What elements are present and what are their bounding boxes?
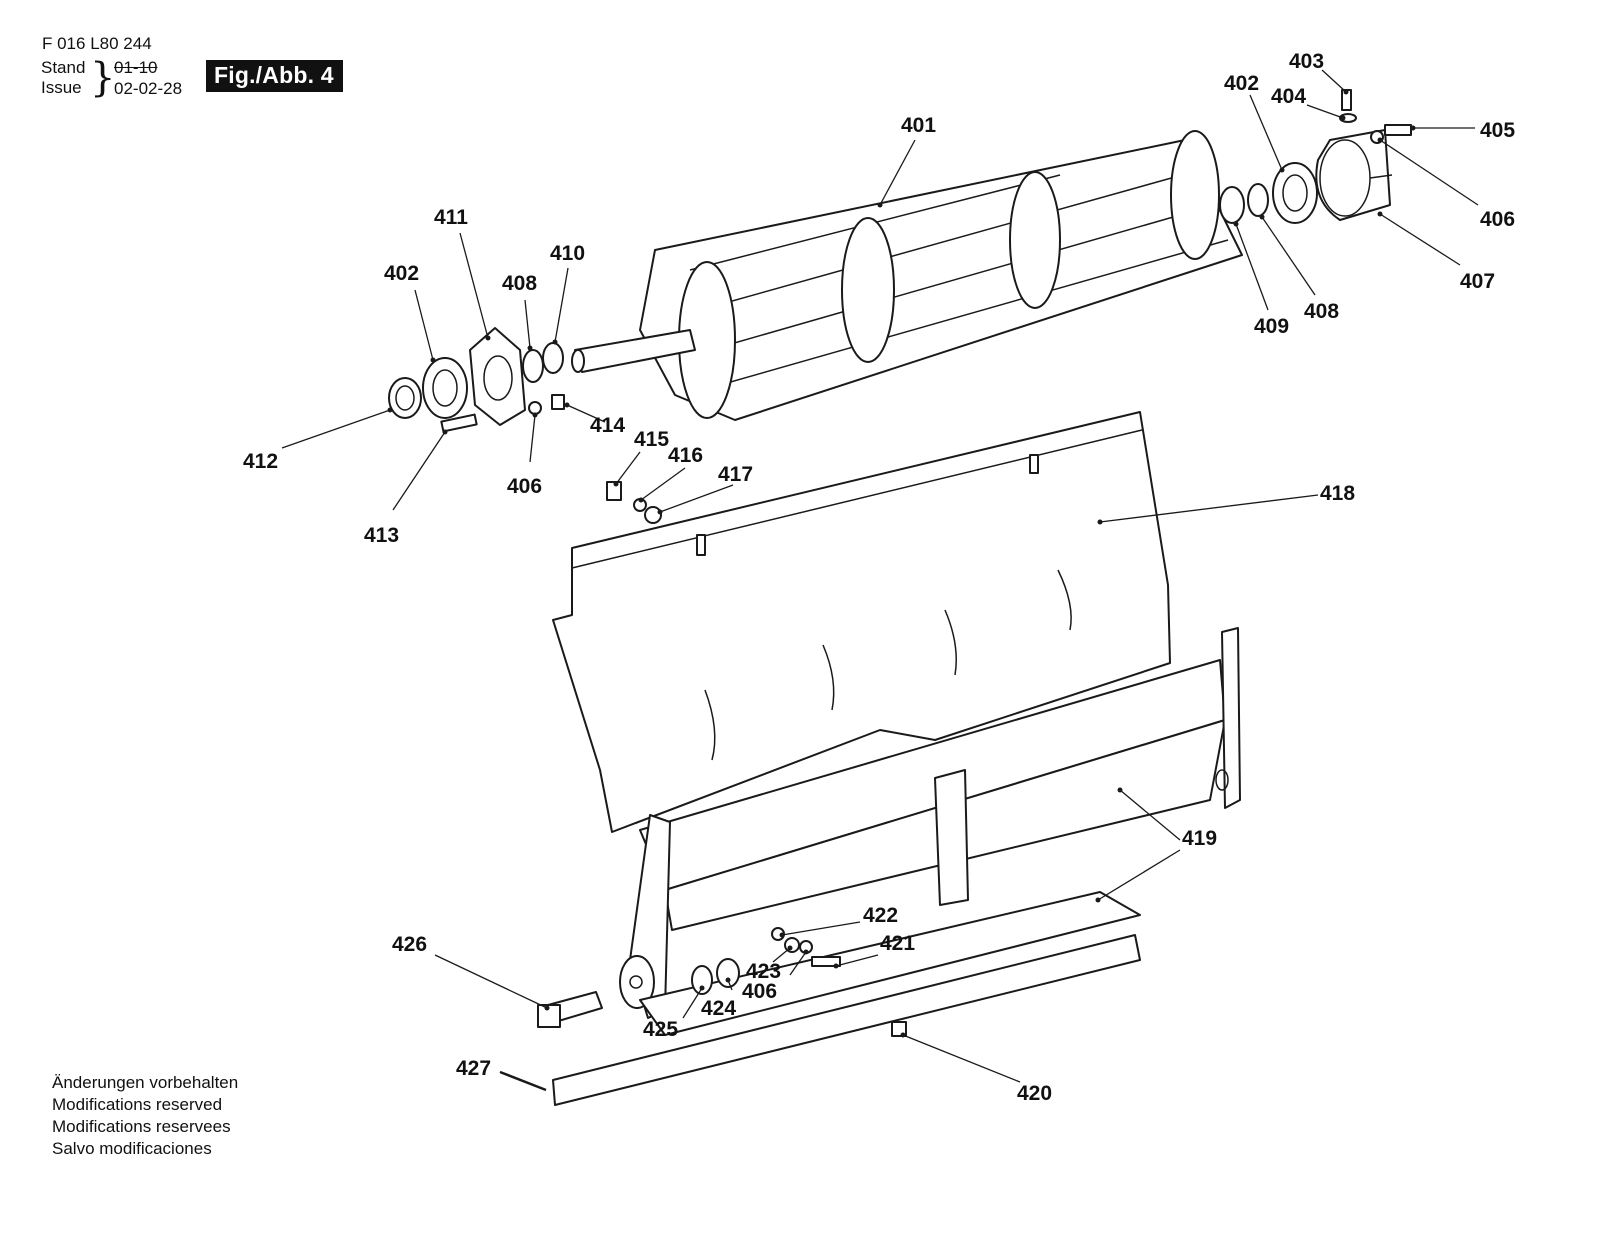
callout-426: 426 xyxy=(392,933,427,956)
part-405-bolt xyxy=(1384,124,1412,136)
callout-401: 401 xyxy=(901,114,936,137)
note-en: Modifications reserved xyxy=(52,1095,223,1114)
part-402-bearing-right xyxy=(1272,162,1318,224)
callout-402-right: 402 xyxy=(1224,72,1259,95)
part-408-washer-right xyxy=(1247,183,1269,217)
part-417-washer xyxy=(644,506,662,524)
callout-407: 407 xyxy=(1460,270,1495,293)
callout-423: 423 xyxy=(746,960,781,983)
part-413-bolt xyxy=(440,413,478,433)
callout-409: 409 xyxy=(1254,315,1289,338)
note-fr: Modifications reservees xyxy=(52,1117,231,1136)
part-402-bearing-left xyxy=(422,357,468,419)
callout-404: 404 xyxy=(1271,85,1306,108)
part-401-cutting-cylinder xyxy=(571,130,1243,421)
figure-label: Fig./Abb. 4 xyxy=(206,60,343,92)
callout-419: 419 xyxy=(1182,827,1217,850)
callout-425: 425 xyxy=(643,1018,678,1041)
callout-406-bottom: 406 xyxy=(742,980,777,1003)
stand-old-value: 01-10 xyxy=(114,58,158,77)
callout-414: 414 xyxy=(590,414,625,437)
stand-label: Stand xyxy=(41,58,86,77)
part-408-washer-left xyxy=(522,349,544,383)
part-421-bolt xyxy=(811,956,841,967)
callout-408-right: 408 xyxy=(1304,300,1339,323)
part-414-nut xyxy=(551,394,565,410)
callout-415: 415 xyxy=(634,428,669,451)
part-426-bolt xyxy=(537,991,603,1028)
part-406-nut-left xyxy=(528,401,542,415)
part-427-bottom-blade xyxy=(552,934,1141,1106)
part-425-washer xyxy=(691,965,713,995)
callout-405: 405 xyxy=(1480,119,1515,142)
callout-417: 417 xyxy=(718,463,753,486)
callout-421: 421 xyxy=(880,932,915,955)
part-412-seal xyxy=(388,377,422,419)
part-411-flange xyxy=(469,327,526,426)
part-415-screw xyxy=(606,481,622,501)
callout-408-left: 408 xyxy=(502,272,537,295)
callout-418: 418 xyxy=(1320,482,1355,505)
part-424-nut xyxy=(716,958,740,988)
callout-406-right: 406 xyxy=(1480,208,1515,231)
part-409-washer xyxy=(1219,186,1245,224)
note-de: Änderungen vorbehalten xyxy=(52,1073,239,1092)
callout-416: 416 xyxy=(668,444,703,467)
part-419-knife-bar xyxy=(639,891,1141,1036)
stand-issue-labels: Stand Issue xyxy=(41,58,85,98)
note-es: Salvo modificaciones xyxy=(52,1139,212,1158)
part-418-deflector-plate xyxy=(552,411,1171,833)
callout-420: 420 xyxy=(1017,1082,1052,1105)
callout-410: 410 xyxy=(550,242,585,265)
callout-402-left: 402 xyxy=(384,262,419,285)
part-407-bearing-housing xyxy=(1315,129,1393,221)
callout-411: 411 xyxy=(434,206,468,229)
issue-value: 02-02-28 xyxy=(114,79,183,98)
leader-lines xyxy=(281,69,1479,1092)
modification-notes: Änderungen vorbehalten Modifications res… xyxy=(52,1072,238,1160)
callout-422: 422 xyxy=(863,904,898,927)
part-420-bolt xyxy=(891,1021,907,1037)
callout-412: 412 xyxy=(243,450,278,473)
callout-403: 403 xyxy=(1289,50,1324,73)
callout-424: 424 xyxy=(701,997,736,1020)
issue-label: Issue xyxy=(41,78,82,97)
callout-427: 427 xyxy=(456,1057,491,1080)
brace-symbol: } xyxy=(90,55,116,101)
part-410-washer xyxy=(542,342,564,374)
callout-413: 413 xyxy=(364,524,399,547)
callout-406-left: 406 xyxy=(507,475,542,498)
document-number: F 016 L80 244 xyxy=(42,34,152,53)
part-419-frame xyxy=(619,627,1241,1019)
